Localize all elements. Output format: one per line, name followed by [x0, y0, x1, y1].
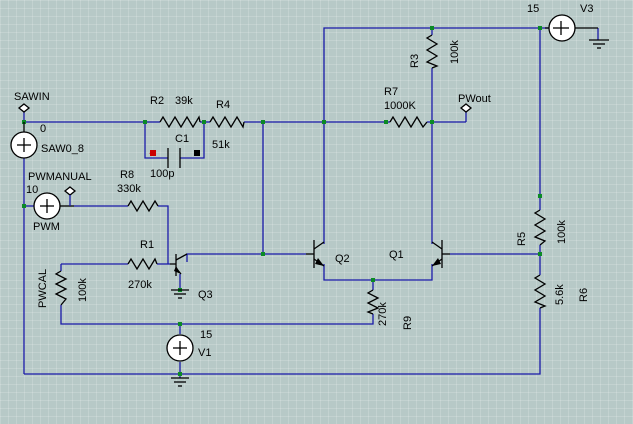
transistor-q2[interactable]: [306, 240, 325, 268]
net-flag-pwmanual-icon[interactable]: [63, 186, 77, 196]
wires: [23, 27, 599, 378]
r5-name: R5: [516, 232, 528, 246]
r5-value: 100k: [556, 220, 568, 244]
capacitor-c1[interactable]: [150, 148, 200, 168]
r3-value: 100k: [449, 40, 461, 64]
saw-source-name: SAW0_8: [41, 143, 84, 155]
resistor-r2[interactable]: [159, 115, 201, 129]
voltage-source-v3[interactable]: [545, 14, 598, 42]
r2-value: 39k: [175, 95, 193, 107]
r4-value: 51k: [212, 139, 230, 151]
r9-value: 270k: [377, 302, 389, 326]
r7-name: R7: [384, 86, 398, 98]
resistor-r3[interactable]: [425, 34, 439, 69]
resistor-r7[interactable]: [389, 115, 428, 129]
voltage-source-pwm[interactable]: [33, 192, 74, 220]
resistor-r1[interactable]: [127, 257, 158, 271]
net-flag-sawin-icon[interactable]: [17, 103, 31, 113]
v3-name: V3: [580, 3, 593, 15]
net-flag-pwout-icon[interactable]: [459, 103, 473, 113]
voltage-source-saw[interactable]: [10, 122, 38, 159]
wire-sawin: [23, 112, 145, 123]
rpwcal-value: 100k: [77, 278, 89, 302]
emitter-arrow-icon: [174, 266, 181, 274]
v1-value: 15: [200, 329, 212, 341]
ground-icon: [171, 377, 189, 387]
r6-value: 5.6k: [554, 284, 566, 305]
v3-value: 15: [527, 3, 539, 15]
resistor-r8[interactable]: [127, 199, 159, 213]
net-label-pwout: PWout: [458, 93, 491, 105]
r6-name: R6: [578, 288, 590, 302]
resistor-r6[interactable]: [533, 274, 547, 309]
resistor-pwcal[interactable]: [54, 270, 68, 306]
resistor-r4[interactable]: [209, 115, 245, 129]
resistor-r9[interactable]: [366, 289, 380, 315]
r4-name: R4: [216, 99, 230, 111]
r8-value: 330k: [117, 183, 141, 195]
r1-name: R1: [140, 239, 154, 251]
transistor-q3[interactable]: [170, 253, 188, 276]
emitter-arrow-icon: [315, 258, 324, 266]
resistor-r5[interactable]: [533, 209, 547, 246]
r2-name: R2: [150, 95, 164, 107]
c1-value: 100p: [150, 168, 174, 180]
saw-source-value: 0: [40, 123, 46, 135]
q2-name: Q2: [335, 253, 350, 265]
q3-name: Q3: [198, 289, 213, 301]
r1-value: 270k: [128, 279, 152, 291]
capacitor-minus-marker: [194, 150, 200, 156]
capacitor-plus-marker: [150, 150, 156, 156]
transistor-q1[interactable]: [431, 240, 450, 268]
r7-value: 1000K: [384, 100, 416, 112]
c1-plus-label: +: [149, 149, 155, 160]
c1-minus-label: -: [194, 149, 197, 160]
voltage-source-v1[interactable]: [166, 334, 194, 362]
c1-name: C1: [175, 133, 189, 145]
r8-name: R8: [120, 169, 134, 181]
net-label-sawin: SAWIN: [14, 91, 50, 103]
ground-icon: [171, 289, 189, 299]
r9-name: R9: [402, 316, 414, 330]
net-label-pwmanual: PWMANUAL: [28, 171, 92, 183]
ground-icon: [589, 39, 609, 49]
pwm-source-value: 10: [26, 184, 38, 196]
net-label-pwcal: PWCAL: [37, 269, 49, 308]
net-label-pwm: PWM: [33, 221, 60, 233]
v1-name: V1: [198, 347, 211, 359]
emitter-arrow-icon: [432, 258, 441, 266]
r3-name: R3: [409, 54, 421, 68]
labels: SAWIN 0 SAW0_8 PWMANUAL 10 PWM PWCAL 100…: [14, 3, 593, 359]
q1-name: Q1: [389, 249, 404, 261]
